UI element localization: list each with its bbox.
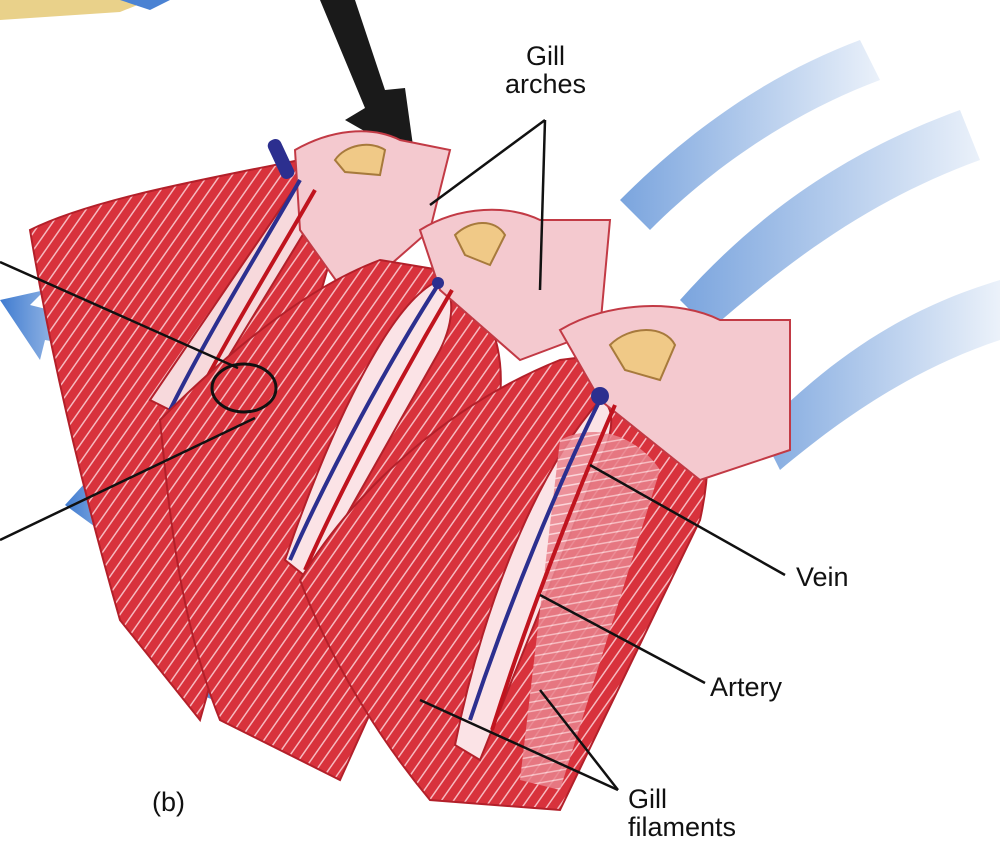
label-gill-arches-line2: arches bbox=[505, 70, 586, 98]
background-corner bbox=[0, 0, 150, 20]
label-artery: Artery bbox=[710, 673, 782, 701]
label-gill-filaments-line2: filaments bbox=[628, 813, 736, 841]
panel-label: (b) bbox=[152, 788, 185, 816]
label-gill-arches: Gill arches bbox=[505, 42, 586, 99]
label-gill-filaments: Gill filaments bbox=[628, 785, 736, 842]
label-gill-arches-line1: Gill bbox=[505, 42, 586, 70]
label-vein: Vein bbox=[796, 563, 849, 591]
label-gill-filaments-line1: Gill bbox=[628, 785, 736, 813]
